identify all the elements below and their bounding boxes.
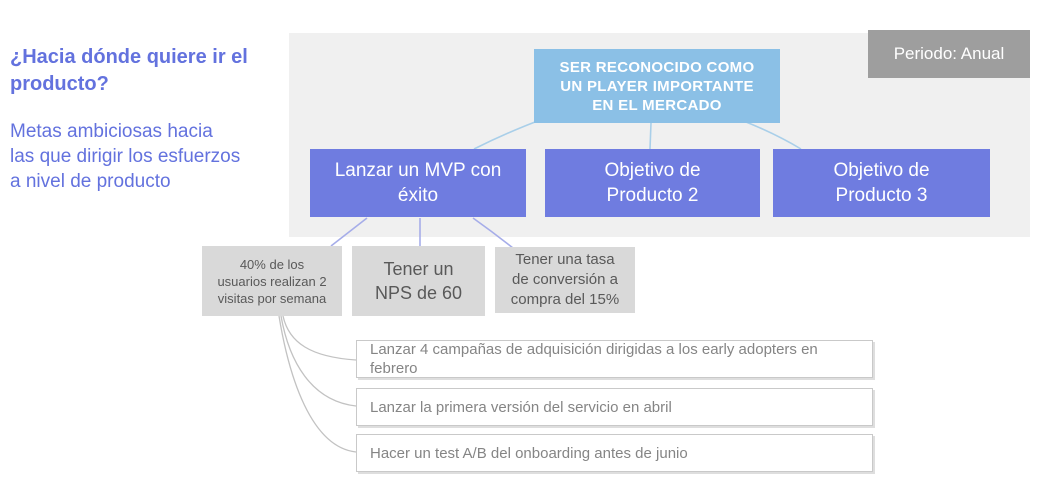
period-badge: Periodo: Anual xyxy=(868,30,1030,78)
objective-box-1: Lanzar un MVP con éxito xyxy=(310,149,526,217)
initiative-box-2: Lanzar la primera versión del servicio e… xyxy=(356,388,873,426)
vision-box: SER RECONOCIDO COMO UN PLAYER IMPORTANTE… xyxy=(534,49,780,123)
connector-kr1-initiative-2 xyxy=(280,315,357,407)
initiative-box-3: Hacer un test A/B del onboarding antes d… xyxy=(356,434,873,472)
objective-box-3: Objetivo de Producto 3 xyxy=(773,149,990,217)
initiative-box-1: Lanzar 4 campañas de adquisición dirigid… xyxy=(356,340,873,378)
key-result-box-2: Tener un NPS de 60 xyxy=(352,246,485,316)
objective-box-2: Objetivo de Producto 2 xyxy=(545,149,760,217)
page-title: ¿Hacia dónde quiere ir el producto? xyxy=(10,46,248,95)
key-result-box-1: 40% de los usuarios realizan 2 visitas p… xyxy=(202,246,342,316)
page-subtitle: Metas ambiciosas hacia las que dirigir l… xyxy=(10,121,241,192)
key-result-box-3: Tener una tasa de conversión a compra de… xyxy=(495,247,635,313)
connector-kr1-initiative-3 xyxy=(278,315,357,453)
connector-kr1-initiative-1 xyxy=(282,315,357,361)
